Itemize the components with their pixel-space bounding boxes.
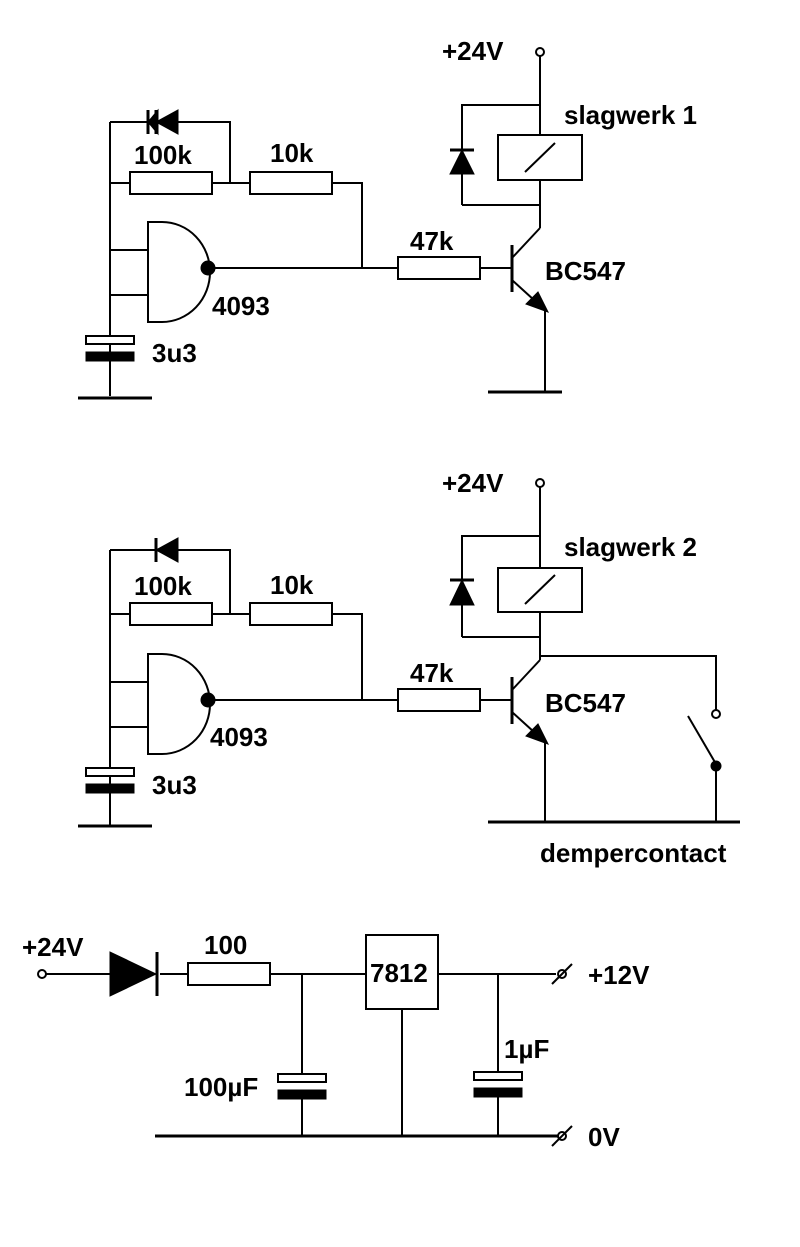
transistor-label: BC547: [545, 256, 626, 286]
relay-coil: [497, 134, 583, 181]
circuit-slagwerk-1: +24V slagwerk 1 100k 10k 47k BC547 4093 …: [78, 36, 697, 400]
regulator-label: 7812: [370, 958, 428, 988]
capacitor-3u3: [85, 335, 135, 362]
output-label: +12V: [588, 960, 650, 990]
feedback-diode: [146, 108, 179, 136]
resistor-47k: [397, 688, 481, 712]
dempercontact-switch: [687, 709, 722, 772]
gate-label: 4093: [210, 722, 268, 752]
capacitor-100uf: [277, 1073, 327, 1100]
resistor-100-label: 100: [204, 930, 247, 960]
relay-label: slagwerk 2: [564, 532, 697, 562]
resistor-10k: [249, 171, 333, 195]
feedback-diode: [154, 537, 179, 563]
resistor-100: [187, 962, 271, 986]
resistor-100k-label: 100k: [134, 571, 192, 601]
nand-gate-4093: [147, 653, 211, 755]
supply-terminal: [535, 478, 545, 488]
transistor-bc547: [510, 227, 550, 313]
resistor-10k-label: 10k: [270, 570, 314, 600]
resistor-100k-label: 100k: [134, 140, 192, 170]
transistor-label: BC547: [545, 688, 626, 718]
input-label: +24V: [22, 932, 84, 962]
gate-output-bubble: [200, 260, 216, 276]
capacitor-1uf: [473, 1071, 523, 1098]
switch-label: dempercontact: [540, 838, 727, 868]
supply-terminal: [535, 47, 545, 57]
gate-label: 4093: [212, 291, 270, 321]
resistor-100k: [129, 602, 213, 626]
relay-label: slagwerk 1: [564, 100, 697, 130]
flyback-diode: [449, 578, 475, 606]
capacitor-1uf-label: 1µF: [504, 1034, 549, 1064]
nand-gate-4093: [147, 221, 211, 323]
input-terminal: [37, 969, 47, 979]
flyback-diode: [449, 148, 475, 175]
ground-label: 0V: [588, 1122, 620, 1152]
resistor-47k-label: 47k: [410, 226, 454, 256]
output-terminal-12v: [551, 963, 573, 985]
transistor-bc547: [510, 659, 550, 745]
supply-label: +24V: [442, 36, 504, 66]
capacitor-100uf-label: 100µF: [184, 1072, 258, 1102]
circuit-slagwerk-2: +24V slagwerk 2 100k 10k 47k BC547 4093 …: [78, 468, 740, 868]
capacitor-label: 3u3: [152, 770, 197, 800]
resistor-10k-label: 10k: [270, 138, 314, 168]
output-terminal-0v: [551, 1125, 573, 1147]
power-supply-circuit: +24V 100 7812 100µF 1µF +12V 0V: [22, 930, 650, 1152]
gate-output-bubble: [200, 692, 216, 708]
supply-label: +24V: [442, 468, 504, 498]
capacitor-label: 3u3: [152, 338, 197, 368]
resistor-47k: [397, 256, 481, 280]
input-diode: [109, 951, 159, 997]
resistor-10k: [249, 602, 333, 626]
resistor-100k: [129, 171, 213, 195]
relay-coil: [497, 567, 583, 613]
resistor-47k-label: 47k: [410, 658, 454, 688]
capacitor-3u3: [85, 767, 135, 794]
